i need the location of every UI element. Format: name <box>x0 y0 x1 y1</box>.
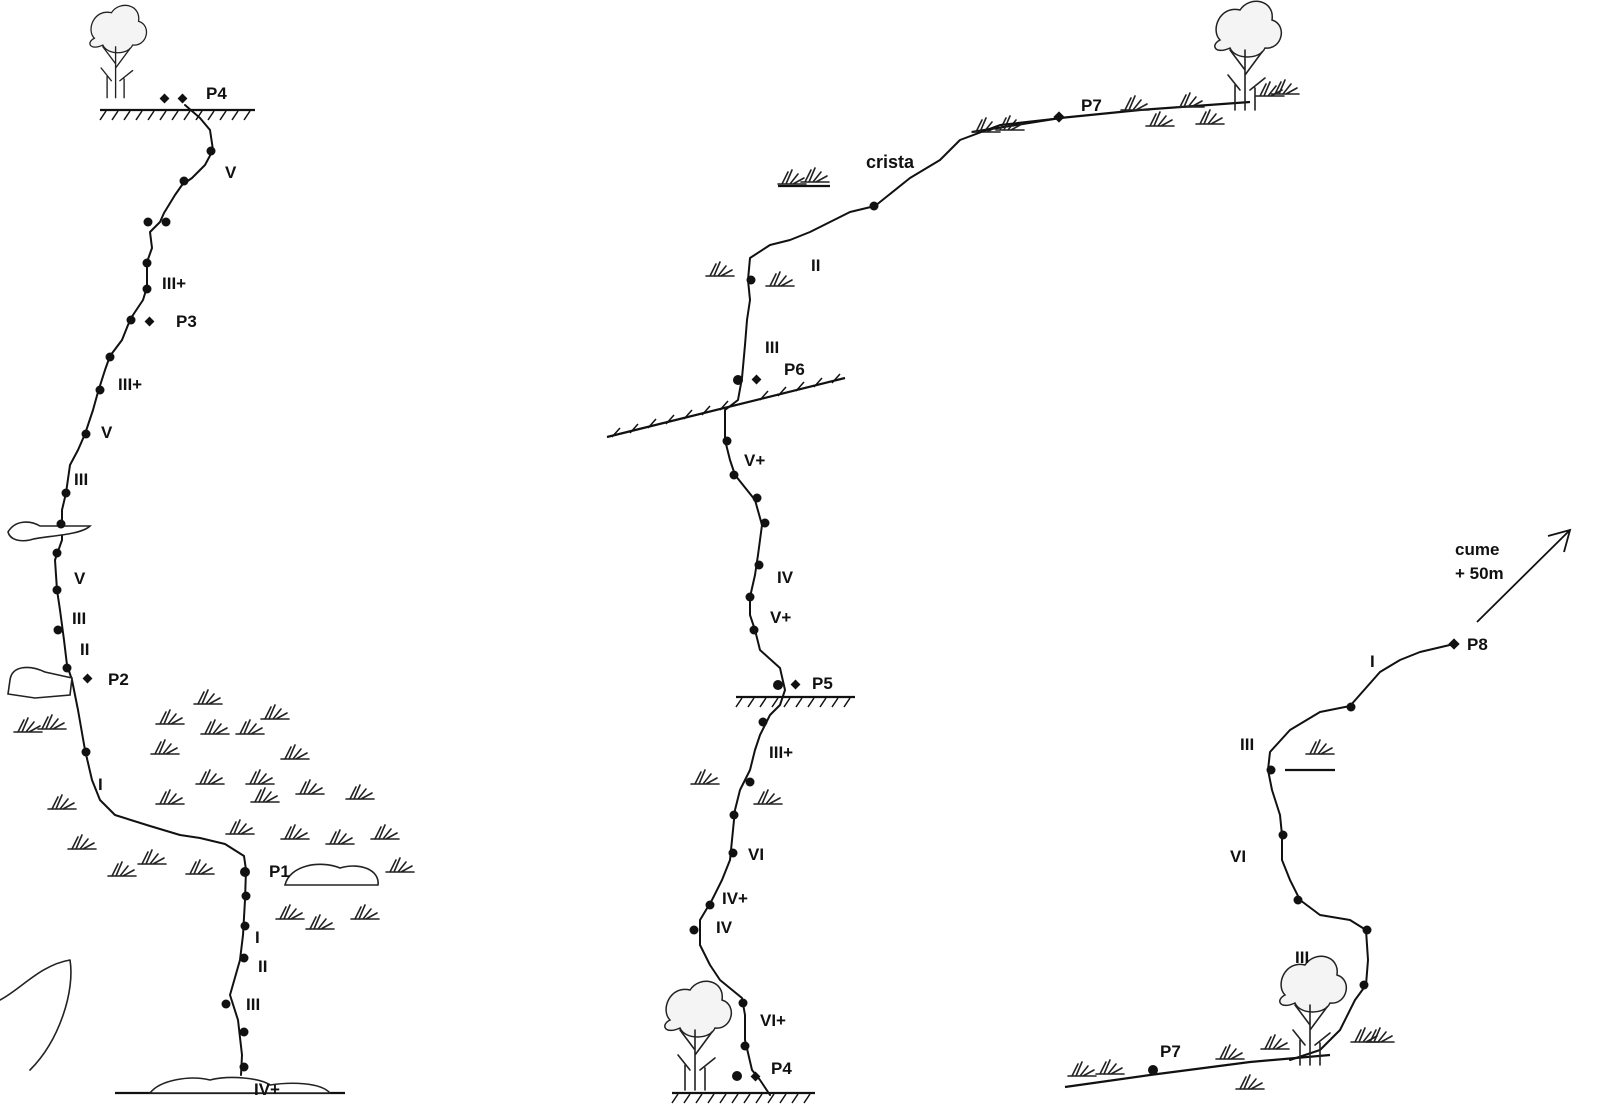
belay-label-p4: P4 <box>771 1059 792 1078</box>
grade-label: III <box>74 470 88 489</box>
ledge-line <box>606 376 846 439</box>
grade-label: VI <box>748 845 764 864</box>
belay-label-p8: P8 <box>1467 635 1488 654</box>
summit-label: cume <box>1455 540 1499 559</box>
ground-hatch <box>671 1093 811 1104</box>
grade-label: III <box>72 609 86 628</box>
bolts <box>1266 702 1372 990</box>
belay-label-p6: P6 <box>784 360 805 379</box>
grade-label: III+ <box>118 375 142 394</box>
belay-markers <box>1148 638 1460 1075</box>
grade-label: IV <box>777 568 794 587</box>
belay-label-p1: P1 <box>269 862 290 881</box>
ledge-hatch <box>611 373 841 438</box>
tree-icon <box>663 980 733 1091</box>
route-line <box>54 104 247 1076</box>
grade-label: VI <box>1230 847 1246 866</box>
grade-label: V <box>225 163 237 182</box>
grade-label: III <box>765 338 779 357</box>
belay-label-p7: P7 <box>1160 1042 1181 1061</box>
ground-hatch <box>99 110 251 121</box>
belay-label-p7: P7 <box>1081 96 1102 115</box>
summit-arrow <box>1476 529 1571 623</box>
rock-icon <box>283 863 379 886</box>
grade-label: III+ <box>769 743 793 762</box>
rock-icon <box>148 1076 332 1094</box>
grade-label: II <box>258 957 267 976</box>
tree-icon <box>1278 955 1348 1066</box>
summit-distance: + 50m <box>1455 564 1504 583</box>
bolts <box>52 146 251 1072</box>
belay-markers <box>732 111 1065 1082</box>
arrow-head-icon <box>1547 528 1572 553</box>
grade-label: IV+ <box>254 1080 280 1099</box>
grade-label: IV+ <box>722 889 748 908</box>
ground-line <box>1064 1053 1331 1089</box>
belay-label-p3: P3 <box>176 312 197 331</box>
right-section: cume + 50m P8 P7 I III VI III <box>1064 528 1572 1090</box>
left-section: P4 P3 P2 P1 V III+ III+ V III V III II I… <box>0 4 415 1099</box>
belay-markers <box>82 93 250 877</box>
grade-label: III <box>1295 948 1309 967</box>
boulder-outline <box>0 959 72 1071</box>
grade-label: V+ <box>744 451 765 470</box>
grade-label: II <box>811 256 820 275</box>
bolts <box>689 201 879 1051</box>
middle-section: P7 P6 P5 P4 crista II III V+ IV V+ III+ … <box>606 0 1300 1104</box>
grade-label: III+ <box>162 274 186 293</box>
terrain-label-crista: crista <box>866 152 915 172</box>
tree-icon <box>89 4 148 99</box>
grade-label: I <box>1370 652 1375 671</box>
vegetation <box>1067 739 1395 1090</box>
grade-label: V+ <box>770 608 791 627</box>
vegetation <box>13 689 415 930</box>
belay-label-p4: P4 <box>206 84 227 103</box>
grade-label: II <box>80 640 89 659</box>
grade-label: I <box>98 775 103 794</box>
grade-label: VI+ <box>760 1011 786 1030</box>
ridge-line <box>971 100 1251 134</box>
grade-label: III <box>246 995 260 1014</box>
rock-icon <box>7 521 92 542</box>
grade-label: III <box>1240 735 1254 754</box>
ledge-hatch <box>735 697 851 708</box>
grade-label: V <box>101 423 113 442</box>
belay-label-p2: P2 <box>108 670 129 689</box>
route-line <box>699 117 1063 1096</box>
grade-label: IV <box>716 918 733 937</box>
grade-label: V <box>74 569 86 588</box>
grade-label: I <box>255 928 260 947</box>
rock-icon <box>7 666 73 699</box>
belay-label-p5: P5 <box>812 674 833 693</box>
